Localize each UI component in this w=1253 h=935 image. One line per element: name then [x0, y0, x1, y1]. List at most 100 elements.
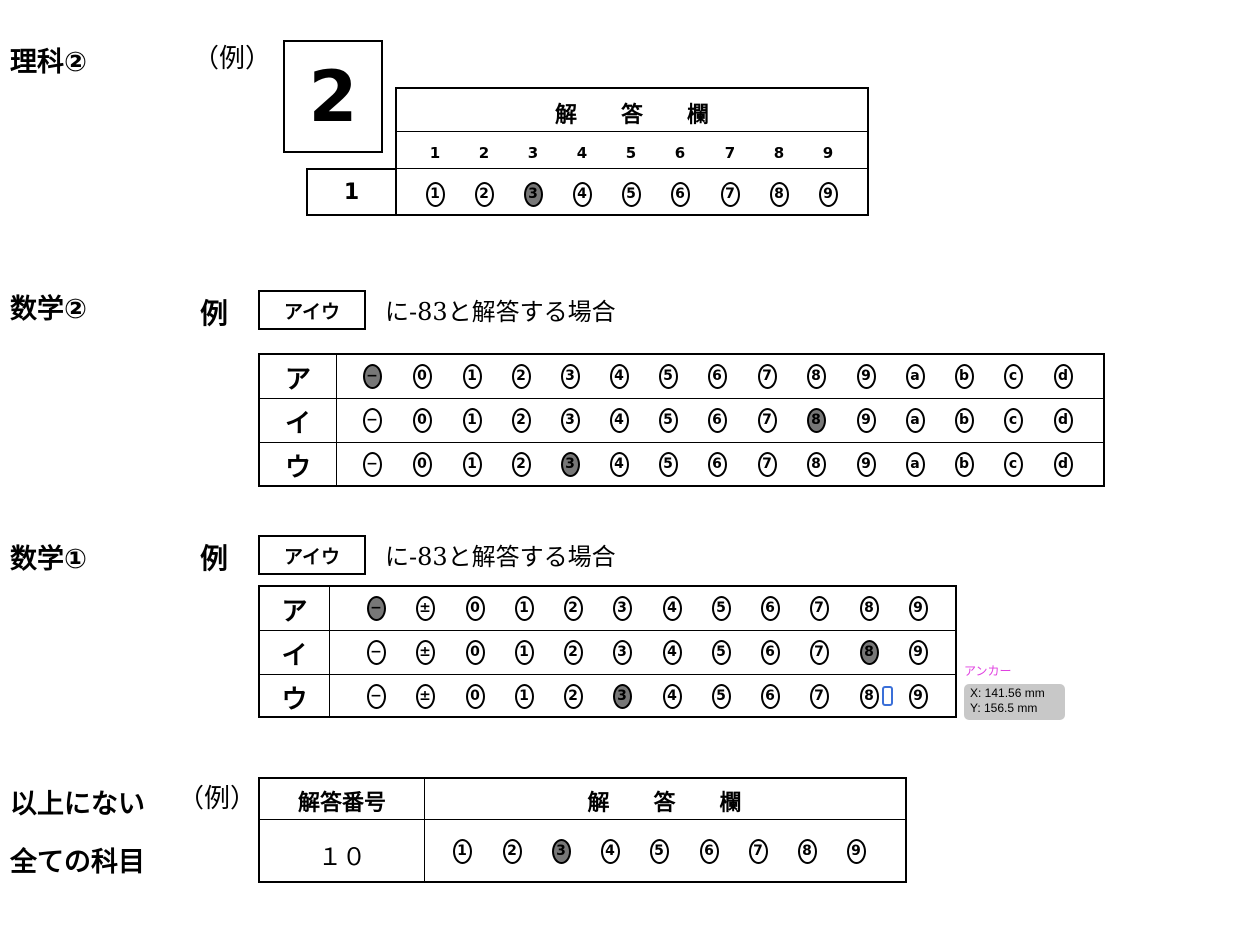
answer-bubble[interactable]: 9 [818, 181, 838, 207]
answer-bubble[interactable]: 3 [523, 181, 543, 207]
answer-bubble[interactable]: c [1003, 363, 1023, 389]
answer-bubble[interactable]: 9 [856, 363, 876, 389]
answer-bubble[interactable]: 0 [465, 683, 485, 709]
answer-bubble[interactable]: 6 [670, 181, 690, 207]
answer-bubble[interactable]: 1 [462, 451, 482, 477]
answer-bubble[interactable]: 3 [560, 451, 580, 477]
answer-bubble[interactable]: 7 [757, 451, 777, 477]
answer-bubble[interactable]: 5 [658, 451, 678, 477]
answer-bubble[interactable]: 4 [662, 683, 682, 709]
answer-bubble[interactable]: 7 [809, 595, 829, 621]
answer-bubble[interactable]: 4 [662, 639, 682, 665]
answer-bubble[interactable]: c [1003, 451, 1023, 477]
answer-bubble[interactable]: 2 [563, 595, 583, 621]
answer-bubble[interactable]: ± [415, 683, 435, 709]
answer-bubble[interactable]: 9 [908, 639, 928, 665]
answer-bubble[interactable]: 9 [856, 451, 876, 477]
answer-bubble[interactable]: 1 [462, 363, 482, 389]
answer-bubble[interactable]: 2 [511, 451, 531, 477]
answer-bubble[interactable]: 3 [612, 683, 632, 709]
answer-bubble[interactable]: 8 [769, 181, 789, 207]
anchor-handle-icon[interactable] [882, 686, 893, 706]
answer-bubble[interactable]: 7 [720, 181, 740, 207]
answer-bubble[interactable]: 5 [711, 595, 731, 621]
answer-bubble[interactable]: 7 [809, 639, 829, 665]
answer-bubble[interactable]: a [905, 451, 925, 477]
answer-bubble[interactable]: d [1053, 363, 1073, 389]
answer-bubble[interactable]: 6 [760, 639, 780, 665]
answer-bubble[interactable]: 7 [757, 407, 777, 433]
answer-bubble[interactable]: 4 [600, 838, 620, 864]
answer-bubble[interactable]: ± [415, 639, 435, 665]
answer-bubble[interactable]: 1 [452, 838, 472, 864]
answer-bubble[interactable]: 9 [908, 595, 928, 621]
answer-bubble[interactable]: 5 [621, 181, 641, 207]
answer-bubble[interactable]: 1 [462, 407, 482, 433]
answer-bubble[interactable]: − [362, 363, 382, 389]
answer-bubble[interactable]: 5 [658, 363, 678, 389]
answer-bubble[interactable]: 4 [609, 363, 629, 389]
answer-bubble[interactable]: 6 [707, 363, 727, 389]
answer-bubble[interactable]: − [366, 683, 386, 709]
answer-bubble[interactable]: b [954, 407, 974, 433]
answer-bubble[interactable]: 1 [514, 639, 534, 665]
answer-bubble[interactable]: 6 [699, 838, 719, 864]
answer-bubble[interactable]: 2 [563, 639, 583, 665]
answer-bubble[interactable]: 0 [465, 639, 485, 665]
answer-bubble[interactable]: 2 [511, 363, 531, 389]
answer-bubble[interactable]: 8 [859, 639, 879, 665]
answer-bubble[interactable]: 8 [806, 407, 826, 433]
answer-bubble[interactable]: c [1003, 407, 1023, 433]
answer-bubble[interactable]: 3 [612, 639, 632, 665]
answer-bubble[interactable]: d [1053, 451, 1073, 477]
answer-bubble[interactable]: 9 [856, 407, 876, 433]
answer-bubble[interactable]: 8 [806, 363, 826, 389]
answer-bubble[interactable]: 6 [707, 451, 727, 477]
answer-bubble[interactable]: 4 [662, 595, 682, 621]
answer-bubble[interactable]: 0 [412, 451, 432, 477]
answer-bubble[interactable]: − [362, 407, 382, 433]
answer-bubble[interactable]: 6 [760, 683, 780, 709]
answer-bubble[interactable]: 2 [502, 838, 522, 864]
answer-bubble[interactable]: 2 [511, 407, 531, 433]
answer-bubble[interactable]: 0 [412, 407, 432, 433]
answer-bubble[interactable]: − [362, 451, 382, 477]
answer-bubble[interactable]: 3 [560, 363, 580, 389]
answer-bubble[interactable]: 8 [806, 451, 826, 477]
answer-bubble[interactable]: 1 [514, 595, 534, 621]
answer-bubble[interactable]: 2 [563, 683, 583, 709]
answer-bubble[interactable]: − [366, 639, 386, 665]
answer-bubble[interactable]: 3 [551, 838, 571, 864]
answer-bubble[interactable]: 4 [609, 407, 629, 433]
answer-bubble[interactable]: b [954, 363, 974, 389]
answer-bubble[interactable]: 6 [707, 407, 727, 433]
answer-bubble[interactable]: 5 [711, 683, 731, 709]
answer-bubble[interactable]: a [905, 363, 925, 389]
answer-bubble[interactable]: b [954, 451, 974, 477]
answer-bubble[interactable]: 8 [859, 683, 879, 709]
answer-bubble[interactable]: 1 [425, 181, 445, 207]
answer-bubble[interactable]: d [1053, 407, 1073, 433]
answer-bubble[interactable]: 3 [560, 407, 580, 433]
answer-bubble[interactable]: 9 [846, 838, 866, 864]
answer-bubble[interactable]: 8 [797, 838, 817, 864]
answer-bubble[interactable]: 4 [572, 181, 592, 207]
answer-bubble[interactable]: 6 [760, 595, 780, 621]
answer-bubble[interactable]: 7 [757, 363, 777, 389]
answer-bubble[interactable]: 1 [514, 683, 534, 709]
answer-bubble[interactable]: 8 [859, 595, 879, 621]
answer-bubble[interactable]: 3 [612, 595, 632, 621]
answer-bubble[interactable]: 0 [412, 363, 432, 389]
answer-bubble[interactable]: 7 [809, 683, 829, 709]
answer-bubble[interactable]: ± [415, 595, 435, 621]
answer-bubble[interactable]: 5 [649, 838, 669, 864]
answer-bubble[interactable]: a [905, 407, 925, 433]
answer-bubble[interactable]: 2 [474, 181, 494, 207]
answer-bubble[interactable]: 4 [609, 451, 629, 477]
answer-bubble[interactable]: 9 [908, 683, 928, 709]
answer-bubble[interactable]: 0 [465, 595, 485, 621]
answer-bubble[interactable]: 5 [658, 407, 678, 433]
answer-bubble[interactable]: 7 [748, 838, 768, 864]
answer-bubble[interactable]: 5 [711, 639, 731, 665]
answer-bubble[interactable]: − [366, 595, 386, 621]
